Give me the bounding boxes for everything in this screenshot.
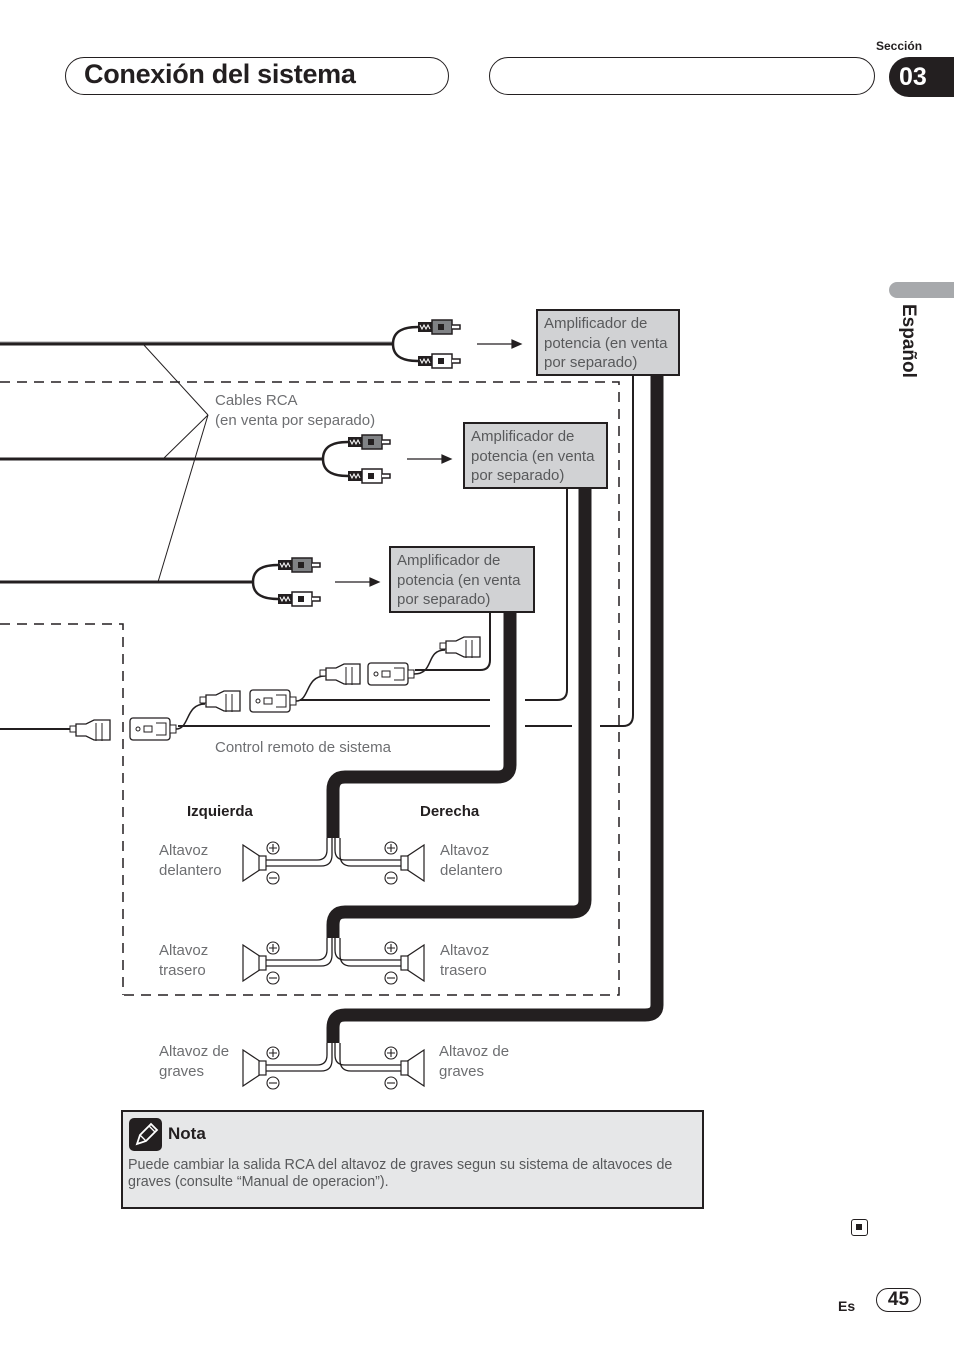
speaker-wire-splits [265,838,402,1072]
section-label: Sección [876,39,923,53]
note-title: Nota [168,1124,206,1143]
speaker-icon [242,844,267,882]
title-frame [65,57,449,95]
rca-leader-lines [142,343,209,583]
page-title: Conexión del sistema [84,59,356,89]
speaker-icon [242,1049,267,1087]
speaker-icon [400,944,425,982]
language-label: Español [898,304,919,378]
speaker-icon [400,844,425,882]
end-of-section-icon [851,1219,868,1236]
rca-cable-2 [0,434,391,484]
amplifier-box-2: Amplificador de potencia (en venta por s… [463,422,608,489]
remote-wires [0,375,634,730]
dashed-frames [0,381,620,996]
language-code: Es [838,1298,856,1314]
speaker-icon [400,1049,425,1087]
rear-right-speaker-label: Altavoz trasero [440,942,490,979]
polarity-icons [266,841,398,1090]
amplifier-box-1: Amplificador de potencia (en venta por s… [536,309,680,376]
note-text: Puede cambiar la salida RCA del altavoz … [128,1157,673,1190]
section-number-badge: 03 [889,57,954,97]
remote-control-label: Control remoto de sistema [215,739,391,756]
speaker-cables [326,375,664,1043]
sub-left-speaker-label: Altavoz de graves [159,1043,230,1080]
left-heading: Izquierda [187,803,253,820]
sub-right-speaker-label: Altavoz de graves [439,1043,510,1080]
rca-cable-1 [0,319,461,369]
speaker-icon [242,944,267,982]
front-right-speaker-label: Altavoz delantero [440,842,503,879]
rca-cables-label: Cables RCA (en venta por separado) [215,392,376,429]
page-number: 45 [876,1288,921,1312]
header-blank-frame [489,57,875,95]
remote-connectors [69,636,481,742]
pencil-icon [129,1118,162,1151]
front-left-speaker-label: Altavoz delantero [159,842,222,879]
rear-left-speaker-label: Altavoz trasero [159,942,209,979]
right-heading: Derecha [420,803,480,820]
arrow-icons [335,339,523,587]
rca-cable-3 [0,557,321,607]
amplifier-box-3: Amplificador de potencia (en venta por s… [389,546,535,613]
note-box [121,1110,704,1209]
language-tab [889,282,954,298]
